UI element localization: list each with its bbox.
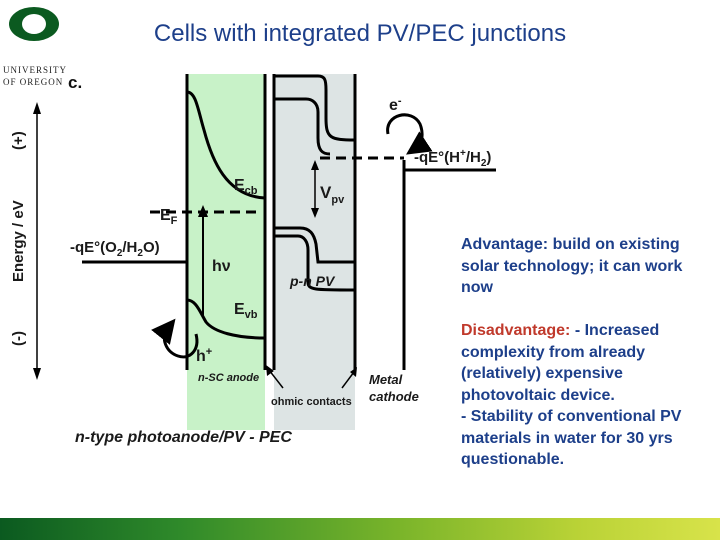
logo-text: UNIVERSITY OF OREGON	[3, 64, 67, 88]
anode-valence-band	[186, 298, 266, 340]
vpv-arrow-up-icon	[311, 160, 319, 170]
energy-axis-plus: (+)	[10, 131, 27, 150]
energy-axis-label: Energy / eV	[10, 200, 27, 282]
diagram-caption: n-type photoanode/PV - PEC	[75, 429, 292, 446]
disadvantage-text: Disadvantage: - Increased complexity fro…	[461, 320, 711, 471]
disadvantage-label: Disadvantage:	[461, 322, 571, 339]
disadvantage-body-2: - Stability of conventional PV materials…	[461, 408, 682, 468]
energy-axis-arrow-up	[33, 102, 41, 114]
ohmic-pointer-left	[268, 369, 284, 389]
ohmic-contacts-label: ohmic contacts	[271, 396, 352, 408]
logo-text-line1: UNIVERSITY	[3, 65, 67, 75]
pn-pv-label: p-n PV	[289, 273, 336, 289]
pv-region	[274, 74, 355, 430]
ohmic-pointer-right	[341, 371, 355, 389]
ecb-label: Ecb	[234, 177, 258, 197]
energy-axis-arrow-down	[33, 368, 41, 380]
slide-title: Cells with integrated PV/PEC junctions	[0, 20, 720, 48]
oregon-o-logo-icon	[9, 7, 59, 41]
anode-region	[187, 74, 265, 430]
logo-suffix: c.	[68, 73, 83, 92]
nsc-anode-label: n-SC anode	[198, 372, 259, 384]
ef-label: EF	[160, 207, 178, 227]
hv-label: hν	[212, 258, 231, 275]
vpv-arrow-down-icon	[311, 208, 319, 218]
advantage-text: Advantage: build on existing solar techn…	[461, 234, 711, 299]
energy-axis-minus: (-)	[10, 331, 27, 346]
hole-transfer-arrow-icon	[151, 318, 199, 359]
electron-label: e-	[389, 95, 402, 114]
ohmic-pointer-left-head-icon	[266, 365, 274, 376]
pv-lower-fermi	[274, 234, 356, 292]
advantage-body: build on existing solar technology; it c…	[461, 236, 683, 296]
photoexcitation-arrowhead-icon	[198, 205, 208, 217]
ohmic-pointer-right-head-icon	[350, 367, 357, 377]
electron-transfer-arrow-icon	[386, 113, 433, 155]
pv-valence-band	[274, 226, 355, 264]
evb-label: Evb	[234, 301, 258, 321]
slide-title-text: Cells with integrated PV/PEC junctions	[153, 20, 567, 47]
logo-text-line2: OF OREGON	[3, 77, 64, 87]
vpv-label: Vpv	[320, 183, 345, 206]
footer-gradient-bar	[0, 518, 720, 540]
hole-label: h+	[196, 346, 212, 365]
h2-potential-label: -qE°(H+/H2)	[414, 148, 491, 169]
pv-upper-fermi	[274, 97, 331, 156]
anode-conduction-band	[186, 90, 266, 200]
university-logo: UNIVERSITY OF OREGON c.	[0, 0, 96, 100]
band-diagram: (+) Energy / eV (-) -qE°(H+/H2) e- Vpv p…	[10, 74, 496, 446]
disadvantage-body-1: - Increased complexity from already (rel…	[461, 322, 660, 404]
o2-potential-label: -qE°(O2/H2O)	[70, 239, 160, 259]
pv-conduction-band	[274, 74, 356, 142]
advantage-label: Advantage:	[461, 236, 549, 253]
